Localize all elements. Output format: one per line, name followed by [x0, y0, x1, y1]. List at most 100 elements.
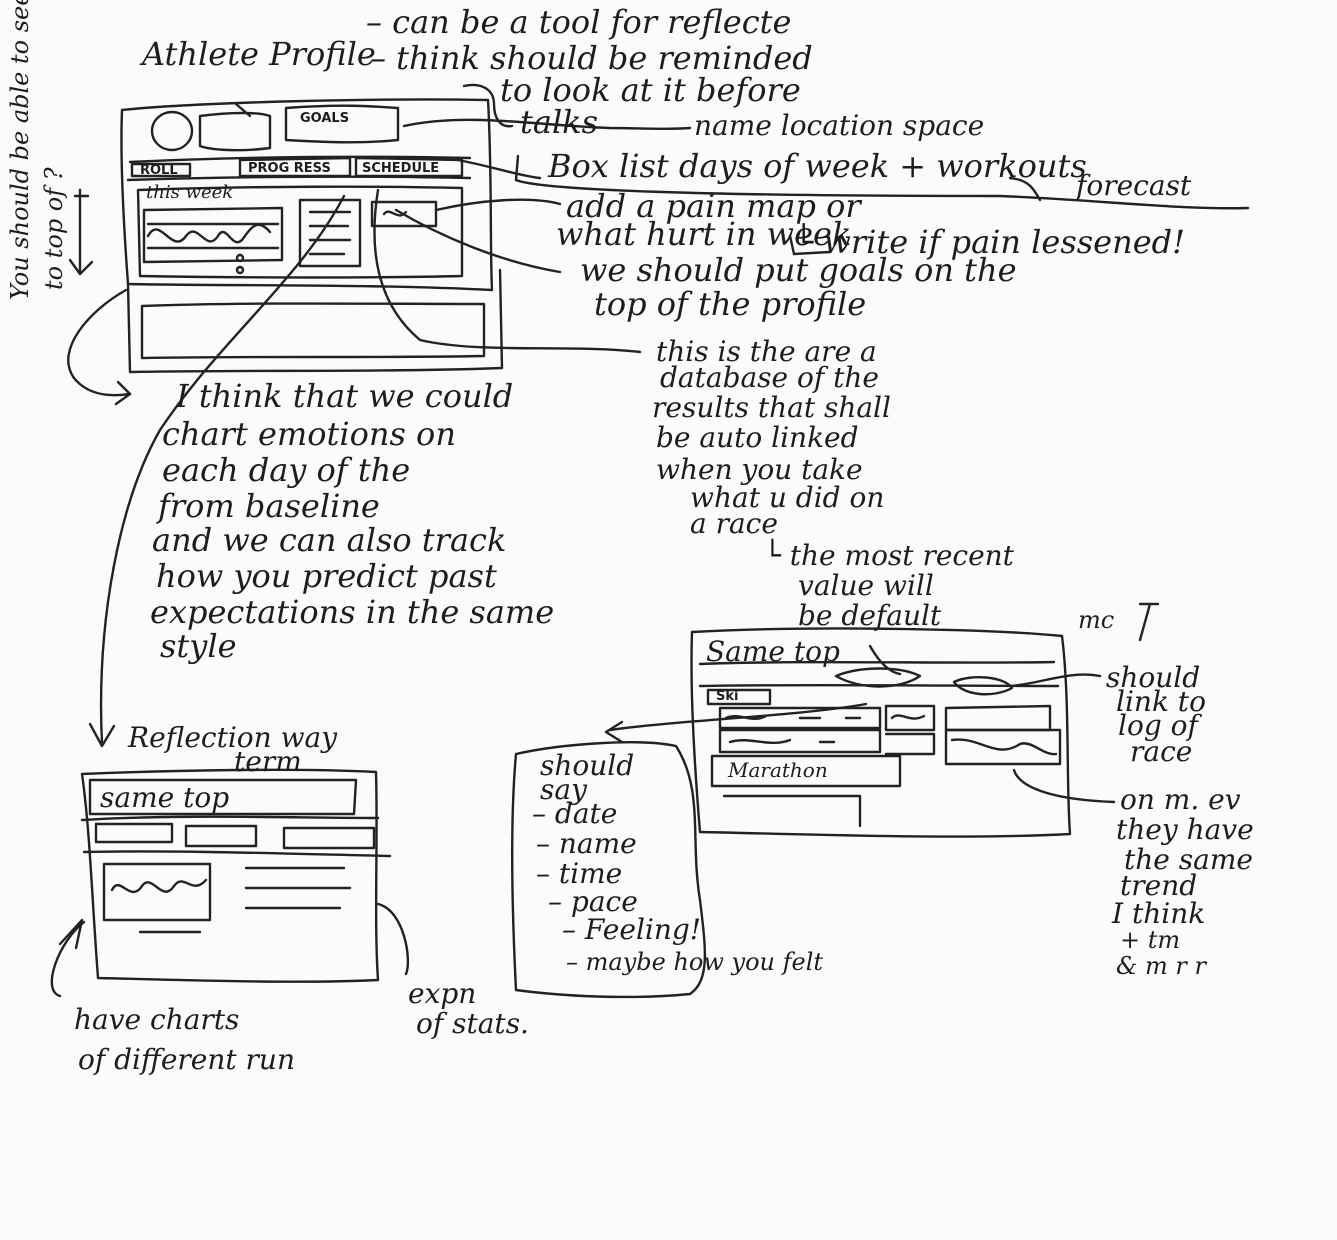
- should-link-line: log of: [1118, 709, 1198, 742]
- should-say-title: say: [540, 773, 587, 806]
- database-line: database of the: [660, 361, 879, 394]
- tab-progress-label: PROG RESS: [248, 161, 331, 176]
- race-link-box: [884, 704, 936, 732]
- tab-roll-label: ROLL: [140, 163, 178, 178]
- emotions-line: from baseline: [158, 487, 380, 525]
- database-line: value will: [798, 569, 934, 602]
- reflection-wireframe: [50, 768, 410, 998]
- database-line: results that shall: [652, 391, 891, 424]
- race-right-line: I think: [1112, 897, 1206, 930]
- should-say-item: – pace: [548, 885, 638, 918]
- database-line: be default: [798, 599, 942, 632]
- note-goals-top-1: we should put goals on the: [580, 251, 1017, 289]
- reflection-same-top: same top: [100, 781, 230, 814]
- database-line: └ the most recent: [764, 539, 1014, 572]
- note-goals-top-2: top of the profile: [594, 285, 867, 323]
- should-say-item: – time: [536, 857, 623, 890]
- reflection-tab-2: [184, 824, 258, 848]
- tab-bar-line: [128, 155, 472, 164]
- athlete-profile-title: Athlete Profile: [142, 35, 376, 73]
- note-tool-reflect: – can be a tool for reflecte: [366, 3, 792, 41]
- tab-schedule-label: SCHEDULE: [362, 161, 440, 176]
- emotions-line: style: [160, 627, 237, 665]
- tab-3-box: [354, 156, 464, 178]
- week-label: this week: [146, 182, 234, 203]
- race-wireframe-frame: [690, 627, 1072, 838]
- note-talks: talks: [520, 103, 598, 141]
- emotions-line: I think that we could: [176, 377, 514, 415]
- reflection-chart-box: [102, 862, 212, 922]
- mc-note: mc: [1078, 606, 1115, 634]
- race-marathon-box: [710, 754, 902, 788]
- workout-list-box: [298, 198, 362, 268]
- race-right-line: the same: [1124, 843, 1253, 876]
- should-link-line: should: [1106, 661, 1201, 694]
- goals-label: GOALS: [300, 111, 350, 126]
- note-look-before: to look at it before: [500, 71, 801, 109]
- should-say-item: – date: [532, 797, 618, 830]
- pain-map-box: [370, 200, 438, 228]
- tab-1-box: [130, 162, 192, 178]
- emotions-line: each day of the: [162, 451, 411, 489]
- note-reminded: – think should be reminded: [370, 39, 813, 77]
- main-connectors: [67, 83, 1250, 748]
- note-pain-map: add a pain map or: [566, 187, 861, 225]
- tab-2-box: [238, 156, 352, 178]
- side-note-1: You should be able to see: [6, 0, 34, 300]
- should-link-line: race: [1130, 735, 1193, 768]
- emotions-line: expectations in the same: [150, 593, 555, 631]
- database-line: when you take: [656, 453, 863, 486]
- race-marathon-label: Marathon: [728, 758, 828, 782]
- arrow-to-emotions: [67, 288, 132, 397]
- race-row-1: [718, 706, 882, 730]
- goals-box: [284, 104, 400, 144]
- week-chart-box: [142, 206, 284, 264]
- should-say-title: should: [540, 749, 635, 782]
- emotions-line: how you predict past: [156, 557, 497, 595]
- database-line: what u did on: [690, 481, 885, 514]
- note-name-location: name location space: [694, 109, 985, 142]
- main-wireframe-frame: [120, 98, 494, 292]
- side-note-2: to top of ?: [40, 167, 68, 290]
- race-arrow-to-list: [608, 702, 868, 732]
- race-ski-box: [706, 688, 772, 706]
- should-say-panel: [511, 741, 707, 999]
- note-what-hurt: what hurt in week: [556, 215, 852, 253]
- database-line: this is the are a: [656, 335, 877, 368]
- should-say-item: – name: [536, 827, 637, 860]
- reflection-caption-1: have charts: [74, 1003, 240, 1036]
- reflection-title-1: Reflection way: [128, 721, 338, 754]
- week-chart-line: [146, 223, 272, 244]
- emotions-line: chart emotions on: [162, 415, 456, 453]
- reflection-tab-3: [282, 826, 376, 850]
- reflection-frame: [80, 768, 380, 983]
- reflection-tab-1: [94, 822, 174, 844]
- reflection-caption-2: of different run: [78, 1043, 295, 1076]
- should-link-line: link to: [1116, 685, 1206, 718]
- main-wireframe-lower-box: [140, 302, 486, 360]
- reflection-chart-line: [110, 878, 208, 894]
- reflection-expl-1: expn: [408, 977, 477, 1010]
- note-pain-lessened: └ write if pain lessened!: [794, 223, 1185, 261]
- race-right-line: + tm: [1120, 926, 1181, 954]
- race-same-top: Same top: [706, 635, 840, 668]
- database-line: a race: [690, 507, 778, 540]
- race-ski-label: Ski: [716, 689, 739, 704]
- race-chart-box: [944, 728, 1062, 766]
- race-wireframe: [604, 602, 1160, 838]
- note-box-list: Box list days of week + workouts: [548, 147, 1087, 185]
- avatar-circle: [150, 110, 194, 152]
- reflection-title-2: term: [234, 745, 302, 778]
- race-trend-box: [944, 704, 1052, 732]
- race-row-2: [718, 728, 882, 754]
- note-forecast: forecast: [1076, 169, 1192, 202]
- race-top-blob: [834, 667, 922, 688]
- race-right-line: & m r r: [1116, 952, 1206, 980]
- race-right-line: trend: [1120, 869, 1198, 902]
- emotions-line: and we can also track: [152, 521, 507, 559]
- reflection-top-bar: [88, 778, 358, 816]
- database-line: be auto linked: [656, 421, 859, 454]
- race-right-line: they have: [1116, 813, 1254, 846]
